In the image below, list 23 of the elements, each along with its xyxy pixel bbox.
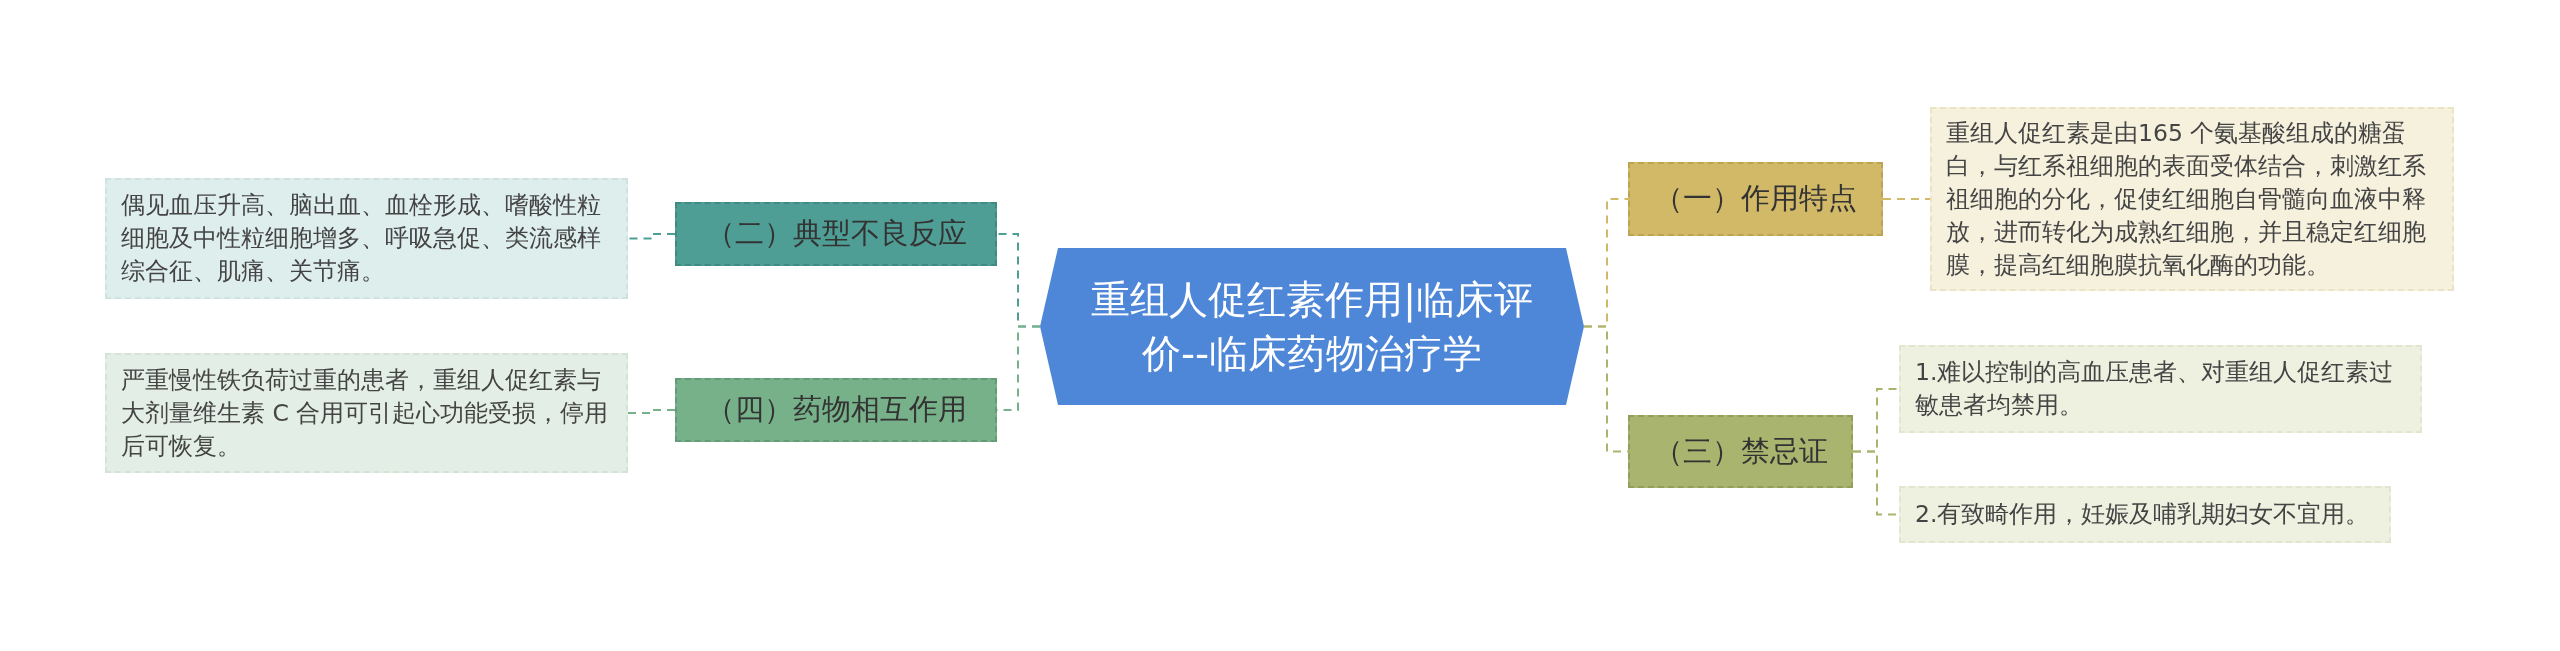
topic-label: （二）典型不良反应 — [705, 215, 967, 252]
note-text: 1.难以控制的高血压患者、对重组人促红素过敏患者均禁用。 — [1915, 357, 2395, 421]
connector-line — [627, 233, 676, 240]
note-box — [1899, 345, 2422, 433]
note-box — [1930, 107, 2454, 291]
note-box — [105, 178, 628, 299]
connector-line — [627, 409, 676, 414]
topic-label: （三）禁忌证 — [1653, 432, 1828, 470]
note-text: 严重慢性铁负荷过重的患者，重组人促红素与大剂量维生素 C 合用可引起心功能受损，停用后可恢复。 — [121, 364, 610, 462]
note-box — [105, 353, 628, 473]
connector-line — [1882, 198, 1931, 200]
topic-label: （四）药物相互作用 — [705, 391, 967, 428]
topic-box — [675, 378, 997, 442]
topic-label: （一）作用特点 — [1654, 180, 1857, 217]
central-topic — [1040, 248, 1584, 405]
note-text: 重组人促红素是由165 个氨基酸组成的糖蛋白，与红系祖细胞的表面受体结合，刺激红系祖细胞的分化，促使红细胞自骨髓向血液中释放，进而转化为成熟红细胞，并且稳定红细胞膜，提高红细胞膜抗氧化酶的功能。 — [1946, 117, 2427, 281]
note-text: 2.有致畸作用，妊娠及哺乳期妇女不宜用。 — [1915, 499, 2370, 530]
topic-box — [1628, 162, 1883, 236]
topic-box — [1628, 415, 1853, 488]
topic-label: 重组人促红素作用|临床评价--临床药物治疗学 — [1089, 275, 1535, 378]
note-text: 偶见血压升高、脑出血、血栓形成、嗜酸性粒细胞及中性粒细胞增多、呼吸急促、类流感样综合征、肌痛、关节痛。 — [121, 190, 602, 287]
note-box — [1899, 486, 2391, 543]
topic-box — [675, 202, 997, 266]
